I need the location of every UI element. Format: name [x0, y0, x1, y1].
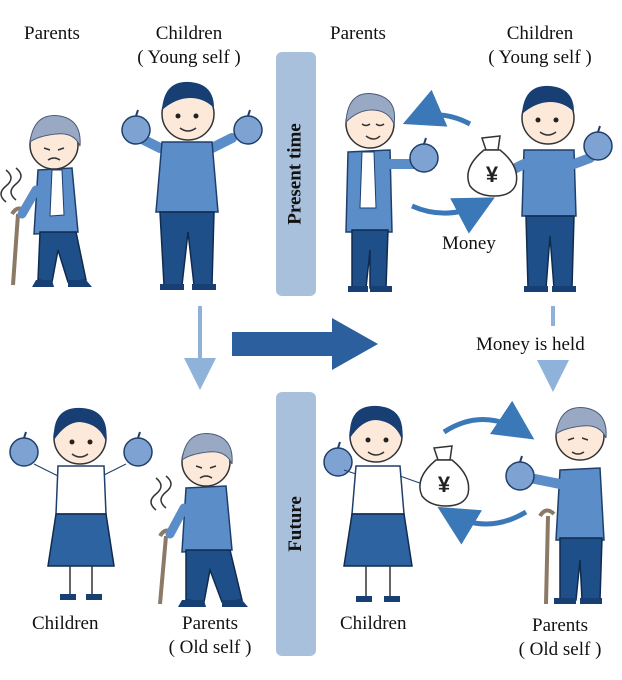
money-bag-icon-bottom — [419, 445, 470, 507]
girl-figure-bottom-right — [323, 405, 429, 602]
yen-symbol-top: ¥ — [486, 162, 499, 187]
future-panel: Future — [276, 392, 316, 656]
yen-symbol-bottom: ¥ — [438, 472, 451, 497]
label-parents-bottom-right: Parents ( Old self ) — [500, 614, 620, 662]
elderly-parent-figure-top-right — [345, 93, 439, 292]
label-money-is-held: Money is held — [476, 334, 585, 355]
elderly-self-figure-bottom-left — [150, 433, 248, 607]
arrow-money-to-parent — [402, 89, 472, 127]
label-children-top-right: Children ( Young self ) — [470, 22, 610, 70]
arrow-future-parent-to-child — [437, 506, 528, 545]
label-parents-top-left: Parents — [24, 23, 80, 44]
label-children-top-left: Children ( Young self ) — [124, 22, 254, 70]
elderly-self-figure-bottom-right — [505, 407, 607, 605]
present-time-panel: Present time — [276, 52, 316, 296]
big-right-arrow — [232, 318, 378, 370]
label-parents-bottom-left: Parents ( Old self ) — [150, 612, 270, 660]
boy-figure-top-left — [121, 81, 263, 290]
arrow-parent-to-child — [410, 197, 495, 234]
label-old-self-bottom-right: ( Old self ) — [518, 639, 602, 660]
label-money: Money — [442, 233, 496, 254]
label-children-bottom-left: Children — [32, 613, 99, 634]
money-bag-icon-top — [467, 135, 518, 197]
label-children-bottom-right: Children — [340, 613, 407, 634]
arrow-future-child-to-parent — [442, 400, 535, 440]
girl-figure-bottom-left — [9, 407, 153, 600]
boy-figure-top-right — [495, 85, 613, 292]
label-old-self-bottom-left: ( Old self ) — [168, 637, 252, 658]
label-young-self-top-right: ( Young self ) — [488, 47, 592, 68]
label-young-self-top-left: ( Young self ) — [137, 47, 241, 68]
elderly-parent-figure-top-left — [0, 115, 92, 287]
label-parents-top-right: Parents — [330, 23, 386, 44]
